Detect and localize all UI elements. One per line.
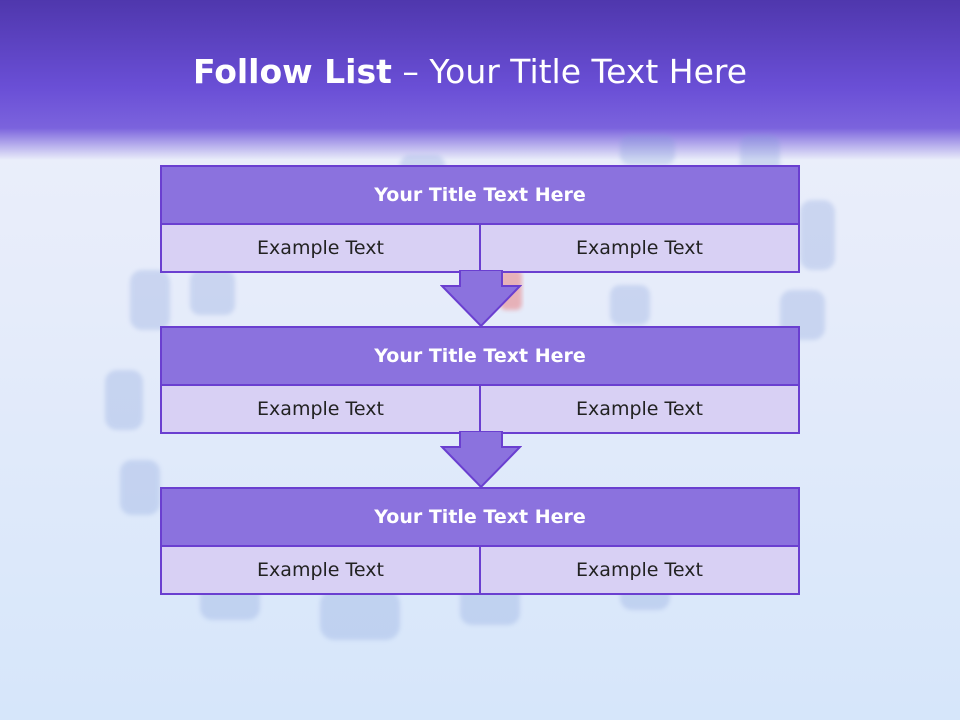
slide-title: Follow List – Your Title Text Here — [0, 52, 940, 91]
block-row: Example Text Example Text — [162, 386, 798, 432]
block-cell-left: Example Text — [162, 386, 479, 432]
follow-block-1: Your Title Text Here Example Text Exampl… — [160, 165, 800, 273]
block-row: Example Text Example Text — [162, 547, 798, 593]
block-cell-right: Example Text — [479, 386, 798, 432]
block-row: Example Text Example Text — [162, 225, 798, 271]
follow-block-3: Your Title Text Here Example Text Exampl… — [160, 487, 800, 595]
slide-title-bold: Follow List — [192, 52, 392, 91]
block-title: Your Title Text Here — [162, 167, 798, 225]
block-cell-right: Example Text — [479, 225, 798, 271]
block-title: Your Title Text Here — [162, 328, 798, 386]
block-cell-left: Example Text — [162, 547, 479, 593]
down-arrow-icon — [440, 431, 522, 489]
slide-title-rest: – Your Title Text Here — [391, 52, 748, 91]
block-cell-left: Example Text — [162, 225, 479, 271]
follow-block-2: Your Title Text Here Example Text Exampl… — [160, 326, 800, 434]
block-title: Your Title Text Here — [162, 489, 798, 547]
header-band — [0, 0, 960, 160]
block-cell-right: Example Text — [479, 547, 798, 593]
down-arrow-icon — [440, 270, 522, 328]
